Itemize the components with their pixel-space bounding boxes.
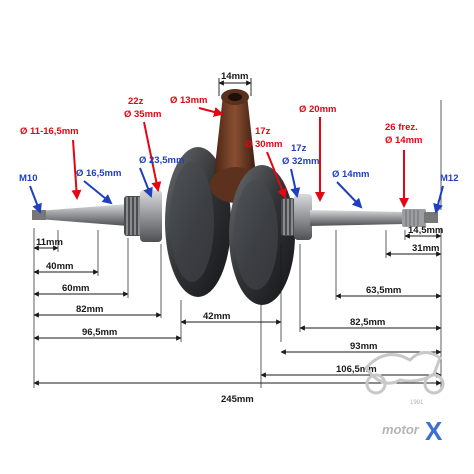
dim-label-42: 42mm xyxy=(203,311,230,322)
label-rod-width: 14mm xyxy=(221,71,248,82)
dim-label-82-5: 82,5mm xyxy=(350,317,385,328)
dim-label-245: 245mm xyxy=(221,394,254,405)
left-bearing xyxy=(140,190,162,242)
dim-label-82: 82mm xyxy=(76,304,103,315)
label-small-end: Ø 13mm xyxy=(170,95,208,106)
label-spline-frez: 26 frez. xyxy=(385,122,418,133)
brand-logo-mark: X xyxy=(425,416,443,446)
dim-label-14-5: 14,5mm xyxy=(408,225,443,236)
left-gear xyxy=(124,196,142,236)
arrow-left-taper xyxy=(71,139,82,200)
label-m10: M10 xyxy=(19,173,37,184)
label-right-20: Ø 20mm xyxy=(299,104,337,115)
label-right-32: Ø 32mm xyxy=(282,156,320,167)
label-big-end-d: Ø 35mm xyxy=(124,109,162,120)
label-m12: M12 xyxy=(440,173,458,184)
dim-label-40: 40mm xyxy=(46,261,73,272)
left-taper-shaft xyxy=(38,204,128,226)
label-spline-d: Ø 14mm xyxy=(385,135,423,146)
arrow-right-30 xyxy=(266,151,287,199)
label-right-17z-2: 17z xyxy=(291,143,307,154)
arrow-m10 xyxy=(29,185,42,214)
motorcycle-watermark-icon xyxy=(364,351,442,385)
label-right-30: Ø 30mm xyxy=(245,139,283,150)
dim-label-11: 11mm xyxy=(36,237,63,248)
right-thread xyxy=(424,212,438,223)
arrow-right-32 xyxy=(290,168,301,198)
dim-label-31: 31mm xyxy=(412,243,439,254)
dim-label-106-5: 106,5mm xyxy=(336,364,377,375)
brand-logo: 1991 motor X xyxy=(364,351,445,446)
label-left-shaft: Ø 16,5mm xyxy=(76,168,121,179)
crankshaft xyxy=(32,89,438,305)
label-right-17z: 17z xyxy=(255,126,271,137)
dim-label-60: 60mm xyxy=(62,283,89,294)
leader-arrows xyxy=(29,107,444,214)
left-thread xyxy=(32,210,46,220)
right-bearing xyxy=(294,194,312,240)
label-left-bearing: Ø 23,5mm xyxy=(139,155,184,166)
arrow-m12 xyxy=(433,185,444,214)
dim-label-63-5: 63,5mm xyxy=(366,285,401,296)
label-left-taper: Ø 11-16,5mm xyxy=(20,126,79,137)
arrow-right-14 xyxy=(336,181,363,209)
arrow-left-bearing xyxy=(139,167,153,198)
arrow-big-end xyxy=(143,121,162,192)
dim-label-93: 93mm xyxy=(350,341,377,352)
arrow-left-shaft xyxy=(83,180,113,205)
brand-year: 1991 xyxy=(410,400,424,406)
dimension-lines xyxy=(33,78,442,386)
arrow-small-end xyxy=(198,107,224,117)
dim-label-96-5: 96,5mm xyxy=(82,327,117,338)
label-big-end-z: 22z xyxy=(128,96,144,107)
right-shaft xyxy=(310,210,405,226)
label-right-14: Ø 14mm xyxy=(332,169,370,180)
brand-logo-text: motor xyxy=(382,422,420,437)
